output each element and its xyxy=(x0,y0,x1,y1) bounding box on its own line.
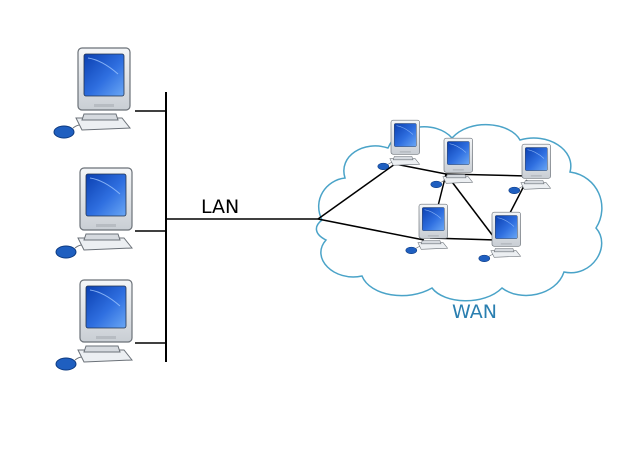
wan-computer-1-icon xyxy=(377,119,420,171)
wan-computer-3-icon xyxy=(508,143,551,195)
lan-computer-2-icon xyxy=(55,167,133,259)
wan-label: WAN xyxy=(452,301,497,323)
wan-cloud-icon xyxy=(315,124,603,302)
wan-computer-2-icon xyxy=(430,137,473,189)
wan-computer-5-icon xyxy=(478,211,521,263)
lan-label: LAN xyxy=(201,196,239,218)
wan-computer-4-icon xyxy=(405,203,448,255)
lan-computer-3-icon xyxy=(55,279,133,371)
lan-computer-1-icon xyxy=(53,47,131,139)
